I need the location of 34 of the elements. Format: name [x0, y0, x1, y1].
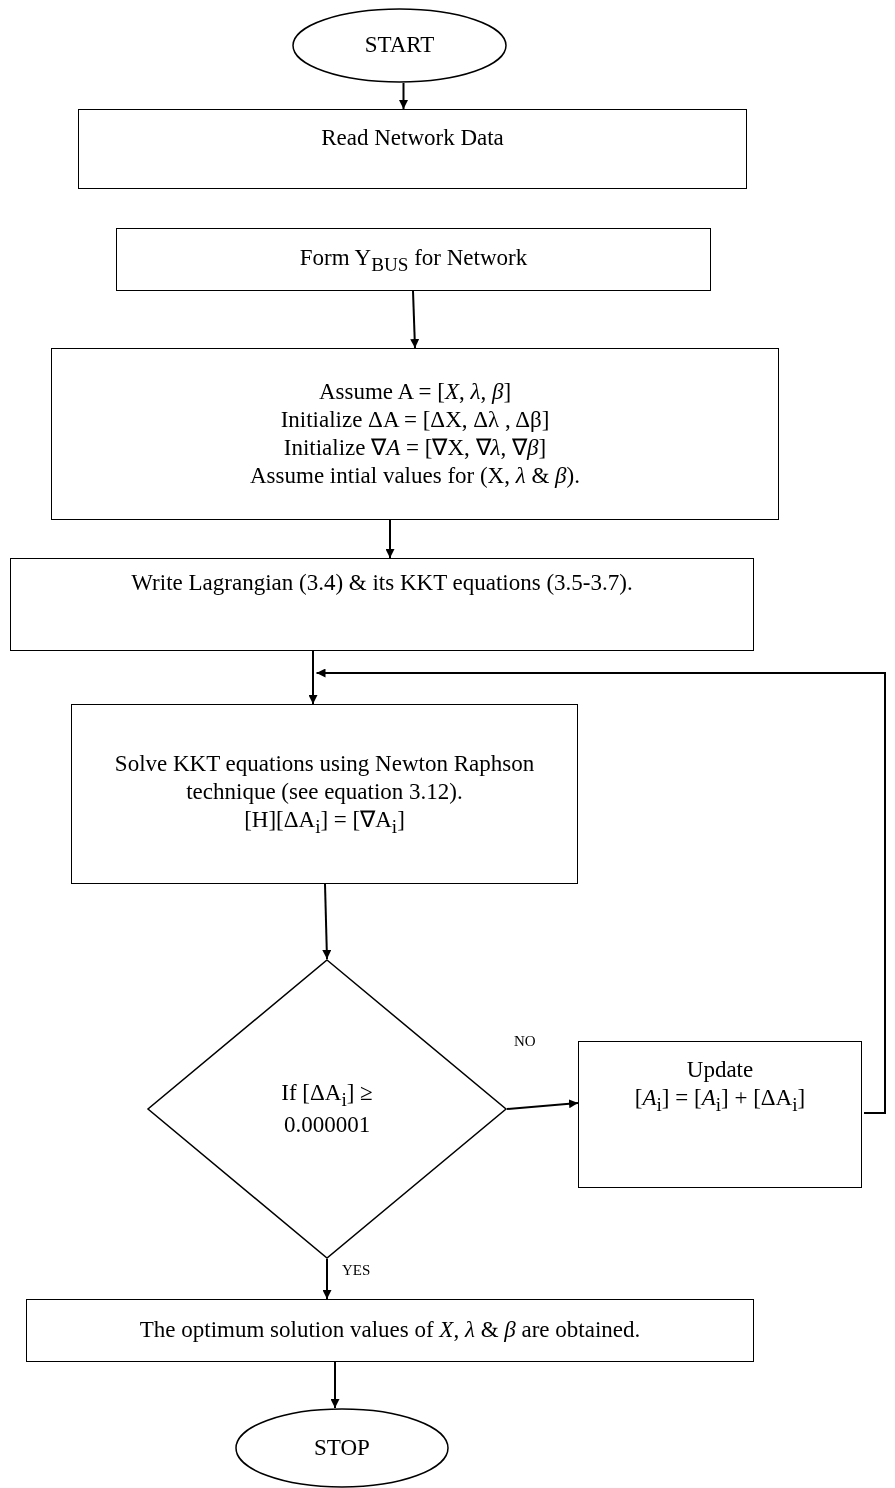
- process-box: [116, 228, 711, 291]
- arrow: [410, 290, 420, 349]
- arrow: [385, 519, 395, 559]
- process-box: [578, 1041, 862, 1188]
- node-text: [H][ΔA$_{i}$] = [∇A$_{i}$]: [244, 806, 405, 839]
- node-text: Form Y$_{BUS}$ for Network: [299, 243, 528, 276]
- arrow: [330, 1361, 340, 1409]
- node-text: [A$_{i}$] = [A$_{i}$] + [ΔA$_{i}$]: [634, 1084, 806, 1116]
- arrow: [322, 883, 332, 960]
- node-text: STOP: [314, 1433, 370, 1462]
- node-text: Assume A = [X, λ, β]: [318, 377, 512, 406]
- arrow: [399, 82, 408, 110]
- node-text: Initialize ΔA = [ΔX, Δλ , Δβ]: [280, 405, 550, 434]
- node-text: Initialize ∇A = [∇X, ∇λ, ∇β]: [283, 434, 547, 462]
- process-box: [78, 109, 747, 189]
- terminal-ellipse: [235, 1408, 449, 1488]
- arrow: [308, 650, 318, 705]
- decision-diamond: [147, 959, 507, 1259]
- node-text: Update: [686, 1056, 754, 1084]
- arrow: [322, 1258, 332, 1300]
- process-box: [71, 704, 578, 884]
- node-text: The optimum solution values of X, λ & β are obtained.: [139, 1316, 641, 1345]
- terminal-ellipse: [292, 8, 507, 83]
- node-text: If [ΔA$_{i}$] ≥ 0.000001: [280, 1079, 374, 1139]
- node-text: Read Network Data: [321, 124, 504, 152]
- node-text: Assume intial values for (X, λ & β).: [250, 462, 580, 491]
- node-text: Write Lagrangian (3.4) & its KKT equations (3.5-3.7).: [131, 569, 633, 597]
- arrow: [506, 1099, 579, 1110]
- node-text: START: [364, 31, 435, 60]
- node-text: Solve KKT equations using Newton Raphson technique (see equation 3.12).: [113, 749, 536, 806]
- arrow: [315, 668, 886, 1114]
- process-box: [10, 558, 754, 651]
- process-box: [26, 1299, 754, 1362]
- process-box: [51, 348, 779, 520]
